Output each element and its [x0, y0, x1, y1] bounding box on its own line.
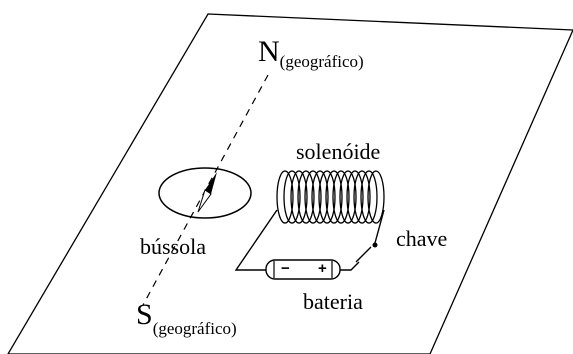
switch-lever	[355, 246, 372, 263]
compass-label: bússola	[140, 234, 206, 259]
battery-minus-sign: −	[281, 260, 290, 277]
wire-right	[374, 209, 385, 244]
battery-plus-sign: +	[318, 260, 327, 277]
solenoid-label: solenóide	[296, 139, 381, 164]
wire-battery-right	[340, 261, 360, 271]
switch-contact-icon	[372, 242, 378, 248]
south-letter: S	[136, 298, 153, 331]
solenoid-coil-icon	[276, 170, 385, 224]
switch-label: chave	[396, 226, 448, 251]
table-plane	[7, 13, 573, 354]
compass-icon	[158, 167, 252, 219]
battery-icon	[265, 259, 341, 280]
wire-left	[234, 209, 278, 271]
battery-label: bateria	[303, 289, 363, 314]
south-label: S(geográfico)	[136, 298, 237, 338]
compass-needle-north	[205, 172, 217, 194]
north-label: N(geográfico)	[258, 35, 364, 71]
compass-needle-south	[197, 189, 212, 213]
south-subscript: (geográfico)	[152, 319, 237, 338]
north-letter: N	[258, 35, 280, 68]
north-subscript: (geográfico)	[279, 52, 364, 71]
circuit-wires	[234, 209, 385, 271]
